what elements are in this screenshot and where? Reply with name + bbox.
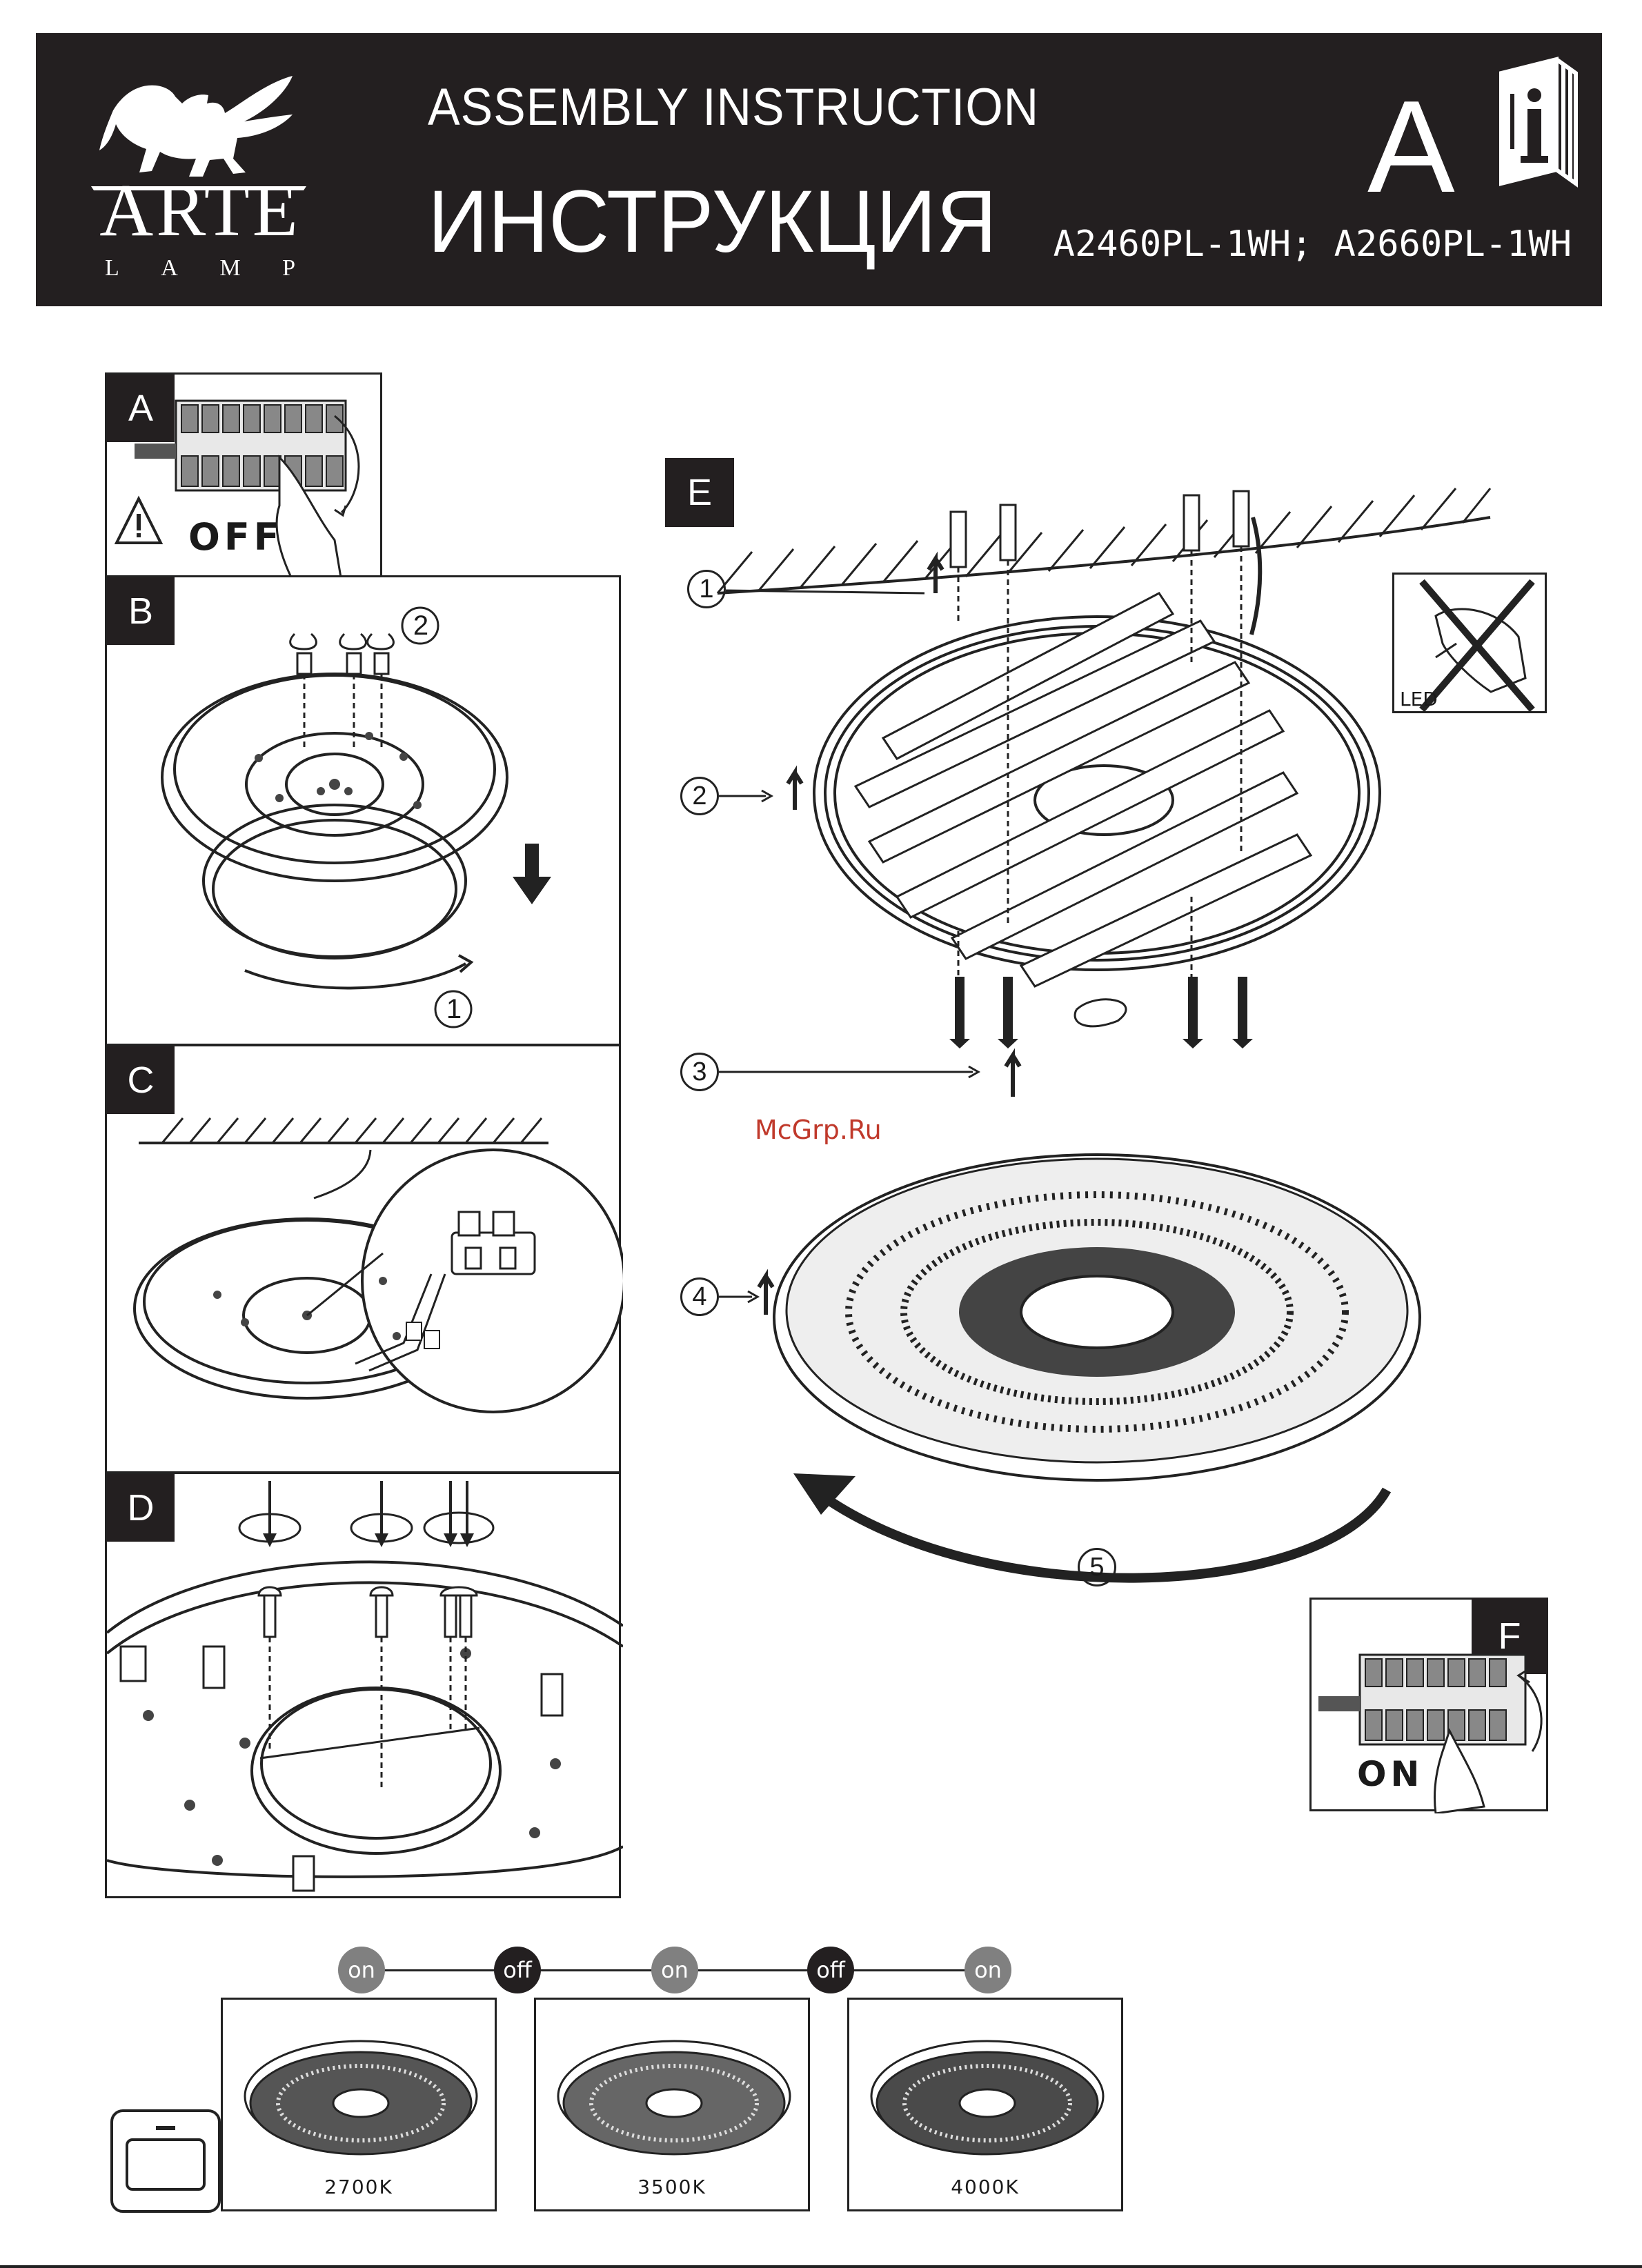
brand-sub-letter: A (161, 255, 178, 281)
step-a-panel: A OFF (105, 372, 382, 579)
info-book-icon (1487, 52, 1584, 197)
color-temp-label: 2700K (223, 2176, 495, 2198)
page-bottom-rule (0, 2265, 1642, 2268)
wall-switch-icon (110, 2109, 221, 2213)
step-e-callout-1: 1 (687, 570, 726, 608)
brand-subtitle: L A M P (97, 255, 304, 281)
brand-sub-letter: M (219, 255, 240, 281)
step-b-callout-1: 1 (444, 994, 464, 1025)
step-b-callout-2: 2 (410, 610, 431, 641)
mounting-screws-illustration (107, 1474, 623, 1900)
lamp-icon (536, 2000, 812, 2179)
step-e-callout-3: 3 (680, 1053, 719, 1091)
led-warning-box: LED (1392, 573, 1547, 713)
title-english: ASSEMBLY INSTRUCTION (428, 77, 1039, 137)
color-temp-box-4000k: 4000K (847, 1998, 1123, 2211)
step-e-callout-2: 2 (680, 777, 719, 815)
step-c-panel: C (105, 1044, 621, 1473)
step-e-callout-4: 4 (680, 1277, 719, 1316)
sequence-step-on: on (338, 1947, 385, 1993)
sheet-letter: A (1367, 72, 1455, 222)
step-d-panel: D (105, 1472, 621, 1898)
color-temp-label: 4000K (849, 2176, 1121, 2198)
title-russian: ИНСТРУКЦИЯ (428, 171, 997, 272)
remove-diffuser-illustration (107, 577, 623, 1048)
lamp-icon (223, 2000, 499, 2179)
circuit-breaker-on-illustration (1312, 1600, 1550, 1813)
lamp-icon (849, 2000, 1125, 2179)
switch-rocker (126, 2138, 206, 2191)
step-e-callout-5: 5 (1078, 1548, 1116, 1586)
color-temp-box-3500k: 3500K (534, 1998, 810, 2211)
led-warning-label: LED (1400, 688, 1438, 710)
sequence-step-off: off (807, 1947, 854, 1993)
switch-sequence: on off on off on (338, 1947, 1028, 1995)
sequence-step-off: off (494, 1947, 541, 1993)
model-numbers: A2460PL-1WH; A2660PL-1WH (1054, 223, 1572, 265)
brand-sub-letter: P (282, 255, 295, 281)
sequence-step-on: on (651, 1947, 698, 1993)
on-label: ON (1357, 1754, 1423, 1794)
header-banner: ARTE L A M P ASSEMBLY INSTRUCTION ИНСТРУ… (36, 33, 1602, 306)
brand-name: ARTE (97, 168, 304, 254)
color-temp-label: 3500K (536, 2176, 808, 2198)
off-label: OFF (188, 515, 284, 559)
step-f-panel: F ON (1309, 1598, 1548, 1811)
watermark-text: McGrp.Ru (755, 1115, 882, 1145)
step-b-panel: B 2 1 (105, 575, 621, 1046)
switch-indicator (156, 2126, 175, 2130)
brand-sub-letter: L (105, 255, 119, 281)
sequence-step-on: on (965, 1947, 1011, 1993)
wiring-connection-illustration (107, 1046, 623, 1475)
color-temp-box-2700k: 2700K (221, 1998, 497, 2211)
